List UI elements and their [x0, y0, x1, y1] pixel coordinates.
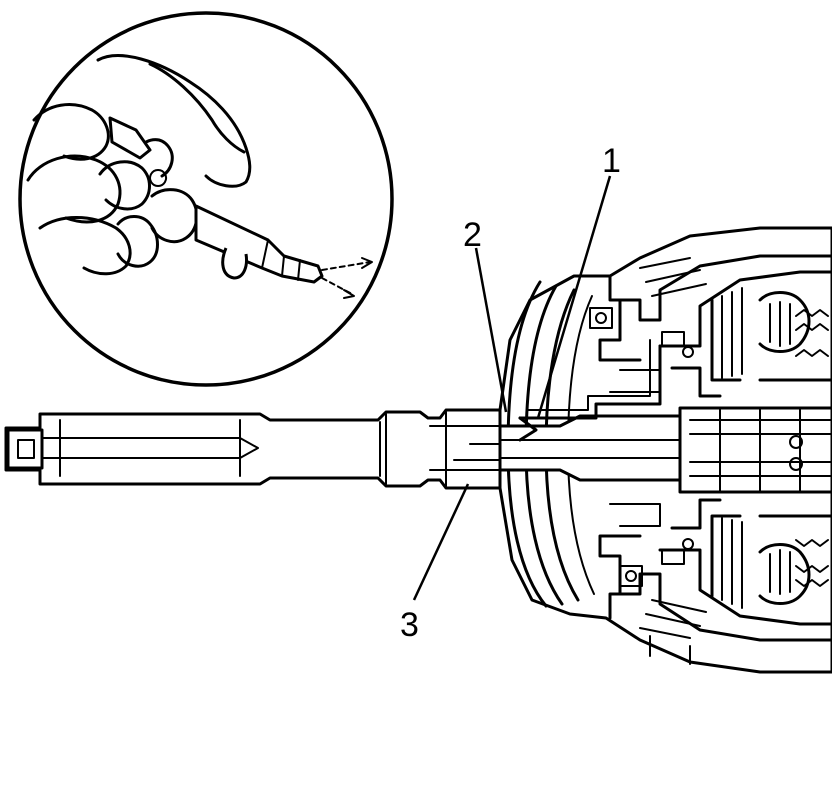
- inset-circle: [18, 11, 394, 387]
- leader-2: [474, 247, 508, 413]
- hand-icon: [26, 54, 252, 276]
- input-shaft: [4, 408, 502, 490]
- lower-clutch-pack: [598, 498, 832, 665]
- clutch-housing: [498, 226, 832, 674]
- callout-2: 2: [463, 216, 482, 254]
- leader-1: [536, 175, 612, 419]
- callout-3: 3: [400, 606, 419, 644]
- callout-1: 1: [602, 142, 621, 180]
- inset-detail: [18, 11, 394, 387]
- leader-3: [412, 483, 470, 601]
- leader-lines: [412, 175, 612, 601]
- upper-clutch-pack: [589, 254, 832, 398]
- air-nozzle-icon: [108, 116, 373, 299]
